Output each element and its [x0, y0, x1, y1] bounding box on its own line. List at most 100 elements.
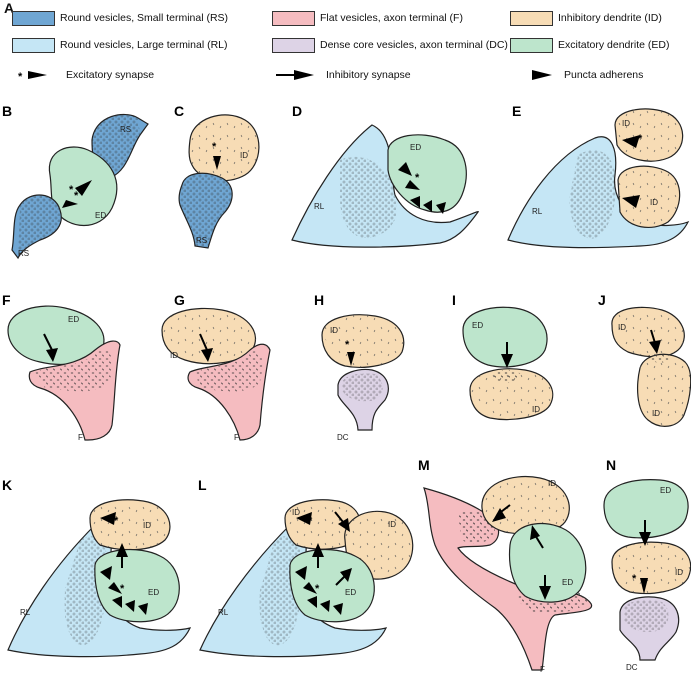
ed-dendrite-d [387, 134, 467, 213]
label-m-ed: ED [562, 578, 573, 587]
panel-c: C ID RS * [174, 103, 260, 249]
puncta-k1 [100, 566, 112, 580]
legend-label-rs: Round vesicles, Small terminal (RS) [60, 12, 229, 24]
legend: A Round vesicles, Small terminal (RS) Ro… [0, 0, 691, 95]
label-h-dc: DC [337, 433, 349, 442]
puncta-l1 [295, 566, 307, 580]
legend-item-rs: Round vesicles, Small terminal (RS) [12, 9, 228, 27]
puncta-l3 [320, 600, 330, 612]
label-n-id: ID [675, 568, 683, 577]
inhibitory-synapse-icon [276, 70, 314, 80]
ed-dendrite-n [603, 479, 689, 539]
excitatory-star-k1: * [114, 515, 119, 527]
legend-swatch-ed [510, 37, 553, 53]
label-k-rl: RL [20, 608, 31, 617]
inhibitory-arrow-g [201, 348, 213, 362]
label-l-id-left: ID [292, 508, 300, 517]
panel-letter-m: M [418, 457, 430, 473]
label-c-id: ID [240, 151, 248, 160]
legend-swatch-rs [12, 10, 55, 26]
label-i-id: ID [532, 405, 540, 414]
excitatory-arrowhead-d [405, 180, 420, 190]
excitatory-arrowhead-c [213, 156, 221, 170]
puncta-l4 [333, 603, 343, 615]
excitatory-star-d: * [415, 172, 420, 184]
puncta-d1 [398, 162, 412, 176]
inhibitory-arrow-m3 [539, 586, 551, 600]
legend-label-id: Inhibitory dendrite (ID) [558, 12, 662, 24]
label-g-id: ID [170, 351, 178, 360]
label-n-ed: ED [660, 486, 671, 495]
ed-dendrite-m [508, 522, 587, 603]
panel-b: B RS ED RS * * [2, 103, 149, 260]
panel-k: K ID ED RL * * [2, 477, 192, 658]
panel-letter-g: G [174, 292, 185, 308]
panel-m: M ID ED F [418, 457, 593, 674]
legend-item-excitatory: * Excitatory synapse [12, 66, 154, 84]
panel-letter-c: C [174, 103, 184, 119]
inhibitory-arrow-l3 [340, 568, 352, 582]
legend-item-f: Flat vesicles, axon terminal (F) [272, 9, 463, 27]
label-m-id: ID [548, 479, 556, 488]
panel-letter-l: L [198, 477, 207, 493]
excitatory-arrowhead-k1 [100, 512, 116, 525]
excitatory-arrowhead-e1 [622, 135, 640, 148]
legend-label-ed: Excitatory dendrite (ED) [558, 39, 670, 51]
legend-item-dc: Dense core vesicles, axon terminal (DC) [272, 36, 508, 54]
excitatory-star-l1: * [308, 515, 313, 527]
panel-letter-i: I [452, 292, 456, 308]
puncta-adherens-icon [532, 70, 552, 80]
inhibitory-arrow-i [501, 354, 513, 368]
panel-n: N ED ID DC * [603, 457, 691, 672]
label-b-rs-upper: RS [120, 125, 131, 134]
label-l-id-right: ID [388, 520, 396, 529]
inhibitory-arrow-m1 [492, 508, 506, 522]
panel-letter-d: D [292, 103, 302, 119]
puncta-d4 [436, 202, 446, 214]
panel-letter-n: N [606, 457, 616, 473]
label-c-rs: RS [196, 236, 207, 245]
legend-item-puncta: Puncta adherens [510, 66, 643, 84]
legend-label-inhibitory: Inhibitory synapse [326, 69, 411, 81]
excitatory-star-k2: * [120, 583, 125, 595]
panel-letter-j: J [598, 292, 606, 308]
excitatory-arrowhead-b2 [62, 200, 78, 208]
panel-f: F ED F [2, 292, 121, 442]
puncta-d2 [410, 196, 420, 208]
legend-item-inhibitory: Inhibitory synapse [272, 66, 411, 84]
panel-d: D ED RL * [291, 103, 479, 248]
panel-letter-f: F [2, 292, 11, 308]
excitatory-star-l2: * [315, 583, 320, 595]
label-l-rl: RL [218, 608, 229, 617]
svg-text:*: * [18, 71, 23, 82]
label-f-ed: ED [68, 315, 79, 324]
excitatory-synapse-icon: * [18, 71, 47, 82]
label-e-id-top: ID [622, 119, 630, 128]
panel-j: J ID ID [598, 292, 691, 427]
label-m-f: F [540, 665, 545, 674]
excitatory-star-b1: * [69, 184, 74, 196]
legend-item-ed: Excitatory dendrite (ED) [510, 36, 669, 54]
label-b-ed: ED [95, 211, 106, 220]
legend-swatch-f [272, 10, 315, 26]
legend-item-rl: Round vesicles, Large terminal (RL) [12, 36, 228, 54]
excitatory-star-e2: * [634, 196, 639, 208]
panel-g: G ID F [161, 292, 271, 442]
legend-label-f: Flat vesicles, axon terminal (F) [320, 12, 463, 24]
ed-dendrite-k [94, 548, 180, 623]
excitatory-star-c: * [212, 141, 217, 153]
legend-label-excitatory: Excitatory synapse [66, 69, 155, 81]
puncta-k4 [138, 603, 148, 615]
inhibitory-arrow-j [649, 340, 661, 354]
label-e-rl: RL [532, 207, 543, 216]
label-k-id: ID [143, 521, 151, 530]
inhibitory-arrow-k [116, 543, 128, 557]
legend-swatch-id [510, 10, 553, 26]
puncta-d3 [423, 200, 432, 212]
panel-l: L ID ID ED RL * * [198, 477, 414, 658]
excitatory-star-e1: * [638, 133, 643, 145]
panel-i: I ED ID [452, 292, 554, 421]
excitatory-arrowhead-b1 [75, 180, 92, 196]
label-g-f: F [234, 433, 239, 442]
